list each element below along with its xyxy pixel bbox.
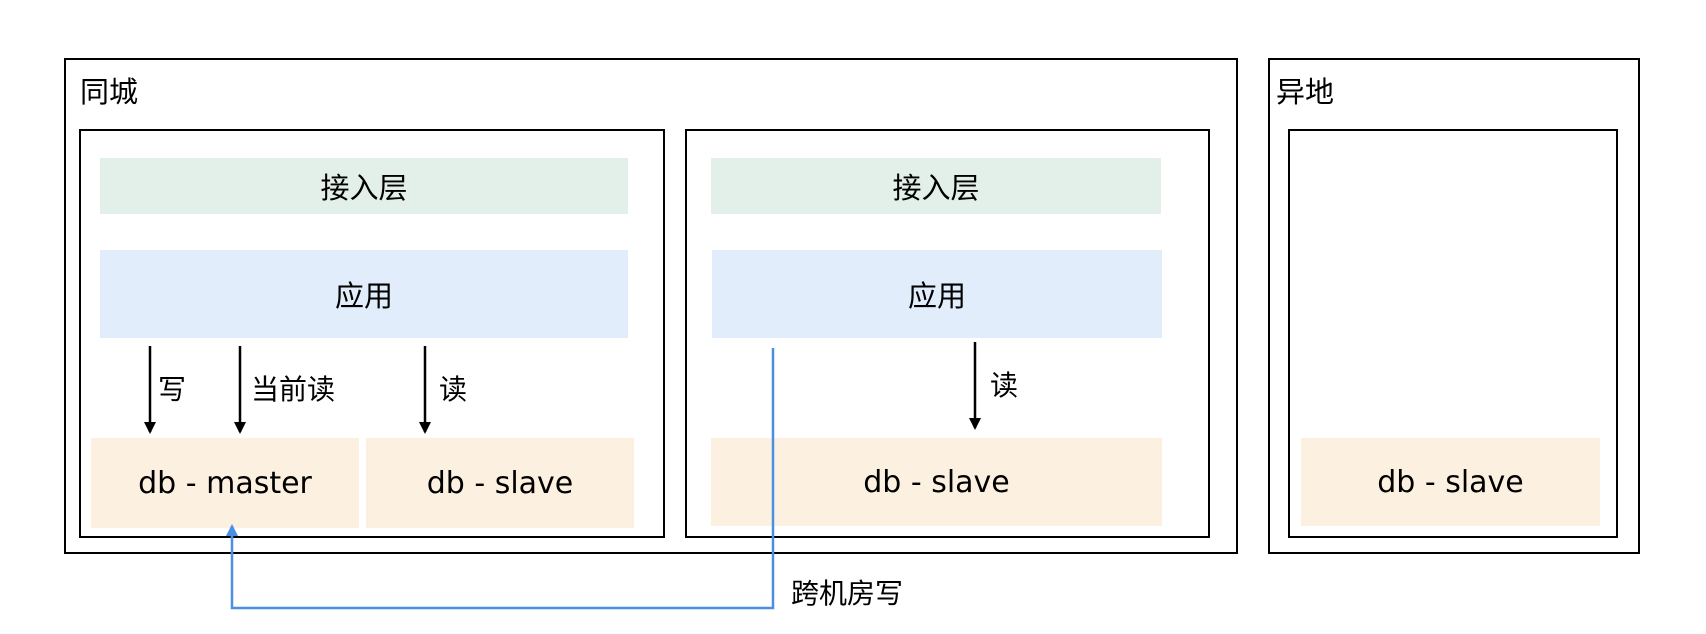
cross-dc-write-connector	[226, 348, 775, 610]
datacenter-2	[685, 129, 1210, 538]
dc1-db-master: db - master	[91, 438, 359, 528]
same-city-label: 同城	[80, 75, 139, 109]
dc1-app: 应用	[100, 250, 628, 338]
dc1-read-label: 读	[439, 373, 468, 406]
same-city-region	[64, 58, 1238, 554]
write-label: 写	[158, 373, 187, 406]
dc3-db-slave: db - slave	[1301, 438, 1600, 526]
dc2-access-layer: 接入层	[711, 158, 1161, 214]
dc1-db-slave: db - slave	[366, 438, 634, 528]
datacenter-1	[79, 129, 665, 538]
current-read-label: 当前读	[251, 373, 336, 406]
cross-dc-write-label: 跨机房写	[791, 577, 904, 610]
dc2-db-slave: db - slave	[711, 438, 1162, 526]
remote-region	[1268, 58, 1640, 554]
datacenter-3	[1288, 129, 1618, 538]
dc2-app: 应用	[712, 250, 1162, 338]
dc1-access-layer: 接入层	[100, 158, 628, 214]
remote-label: 异地	[1276, 75, 1335, 109]
dc2-read-label: 读	[990, 369, 1019, 402]
